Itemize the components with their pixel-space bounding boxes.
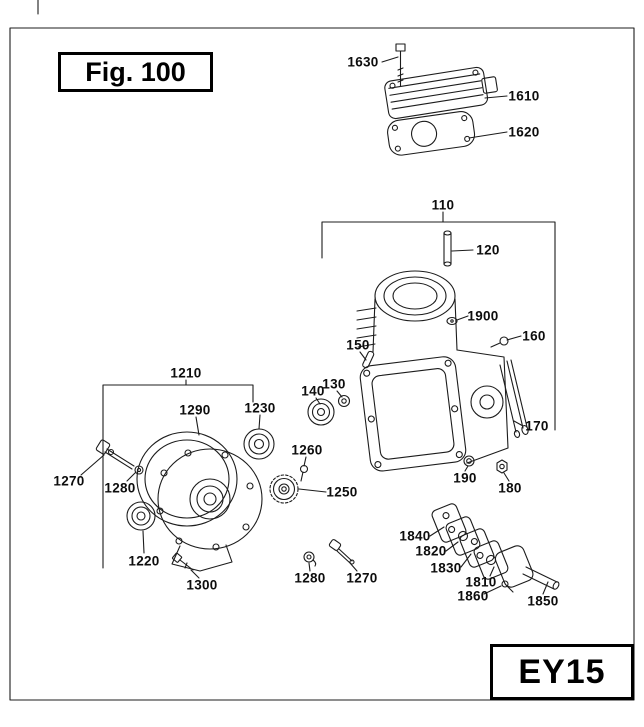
part-label-1220: 1220 bbox=[128, 553, 160, 569]
model-code-box: EY15 bbox=[490, 644, 634, 700]
part-label-180: 180 bbox=[498, 480, 522, 496]
figure-number-text: Fig. 100 bbox=[85, 56, 186, 87]
head-gasket-1620-shape bbox=[387, 111, 476, 156]
breather-plate-1830-shape bbox=[459, 528, 495, 568]
part-label-110: 110 bbox=[431, 197, 455, 213]
part-label-160: 160 bbox=[522, 328, 546, 344]
washer-1280-left-shape bbox=[134, 465, 144, 475]
cylinder-head-shape bbox=[384, 66, 498, 120]
part-label-150: 150 bbox=[346, 337, 370, 353]
bolt-1260-shape bbox=[299, 464, 309, 482]
part-label-170: 170 bbox=[525, 418, 549, 434]
part-label-140: 140 bbox=[301, 383, 325, 399]
part-label-1630: 1630 bbox=[347, 54, 379, 70]
part-label-1270-lower: 1270 bbox=[346, 570, 378, 586]
part-label-1300: 1300 bbox=[186, 577, 218, 593]
part-label-1290: 1290 bbox=[179, 402, 211, 418]
bolt-160-shape bbox=[490, 336, 509, 348]
part-label-1230: 1230 bbox=[244, 400, 276, 416]
part-label-1210: 1210 bbox=[170, 365, 202, 381]
part-label-1820: 1820 bbox=[415, 543, 447, 559]
breather-gasket-1820-shape bbox=[445, 516, 481, 556]
part-label-1620: 1620 bbox=[508, 124, 540, 140]
part-label-1280-lower: 1280 bbox=[294, 570, 326, 586]
part-label-1850: 1850 bbox=[527, 593, 559, 609]
crankcase-cover-shape bbox=[156, 448, 263, 572]
part-label-1810: 1810 bbox=[465, 574, 497, 590]
part-label-1280-left: 1280 bbox=[104, 480, 136, 496]
group-brackets bbox=[102, 211, 556, 569]
bearing-1230-shape bbox=[243, 428, 275, 460]
bracket-1210 bbox=[102, 384, 254, 569]
leader-lines bbox=[80, 56, 549, 595]
part-label-120: 120 bbox=[476, 242, 500, 258]
bearing-140-shape bbox=[307, 398, 335, 426]
bolt-1860-shape bbox=[501, 580, 514, 593]
cover-gasket-1290-shape bbox=[136, 431, 238, 527]
washer-1280-lower-shape bbox=[303, 551, 317, 567]
head-bolt-1630-shape bbox=[395, 43, 406, 87]
gear-1250-shape bbox=[269, 474, 299, 504]
part-label-190: 190 bbox=[453, 470, 477, 486]
part-label-1840: 1840 bbox=[399, 528, 431, 544]
figure-number-box: Fig. 100 bbox=[58, 52, 213, 92]
part-label-1900: 1900 bbox=[467, 308, 499, 324]
bolt-1300-shape bbox=[171, 552, 194, 571]
plug-180-shape bbox=[496, 459, 508, 474]
page-border bbox=[9, 0, 635, 701]
stud-120-shape bbox=[443, 230, 452, 267]
part-label-1610: 1610 bbox=[508, 88, 540, 104]
bracket-110 bbox=[321, 221, 556, 431]
washer-190-shape bbox=[463, 455, 475, 467]
part-label-1250: 1250 bbox=[326, 484, 358, 500]
part-label-1830: 1830 bbox=[430, 560, 462, 576]
governor-shaft-1270-lower-shape bbox=[328, 539, 355, 565]
washer-130-shape bbox=[337, 394, 351, 408]
governor-shaft-1270-left-shape bbox=[95, 439, 135, 470]
stud-150-shape bbox=[362, 350, 375, 369]
part-label-1860: 1860 bbox=[457, 588, 489, 604]
breather-cover-1850-shape bbox=[494, 545, 560, 590]
bolt-170-shape bbox=[499, 359, 529, 438]
part-label-1260: 1260 bbox=[291, 442, 323, 458]
pin-1900-shape bbox=[446, 316, 458, 326]
oil-seal-1220-shape bbox=[126, 501, 156, 531]
model-code-text: EY15 bbox=[518, 652, 606, 691]
cylinder-block-shape bbox=[356, 270, 509, 472]
part-label-130: 130 bbox=[322, 376, 346, 392]
part-label-1270-left: 1270 bbox=[53, 473, 85, 489]
